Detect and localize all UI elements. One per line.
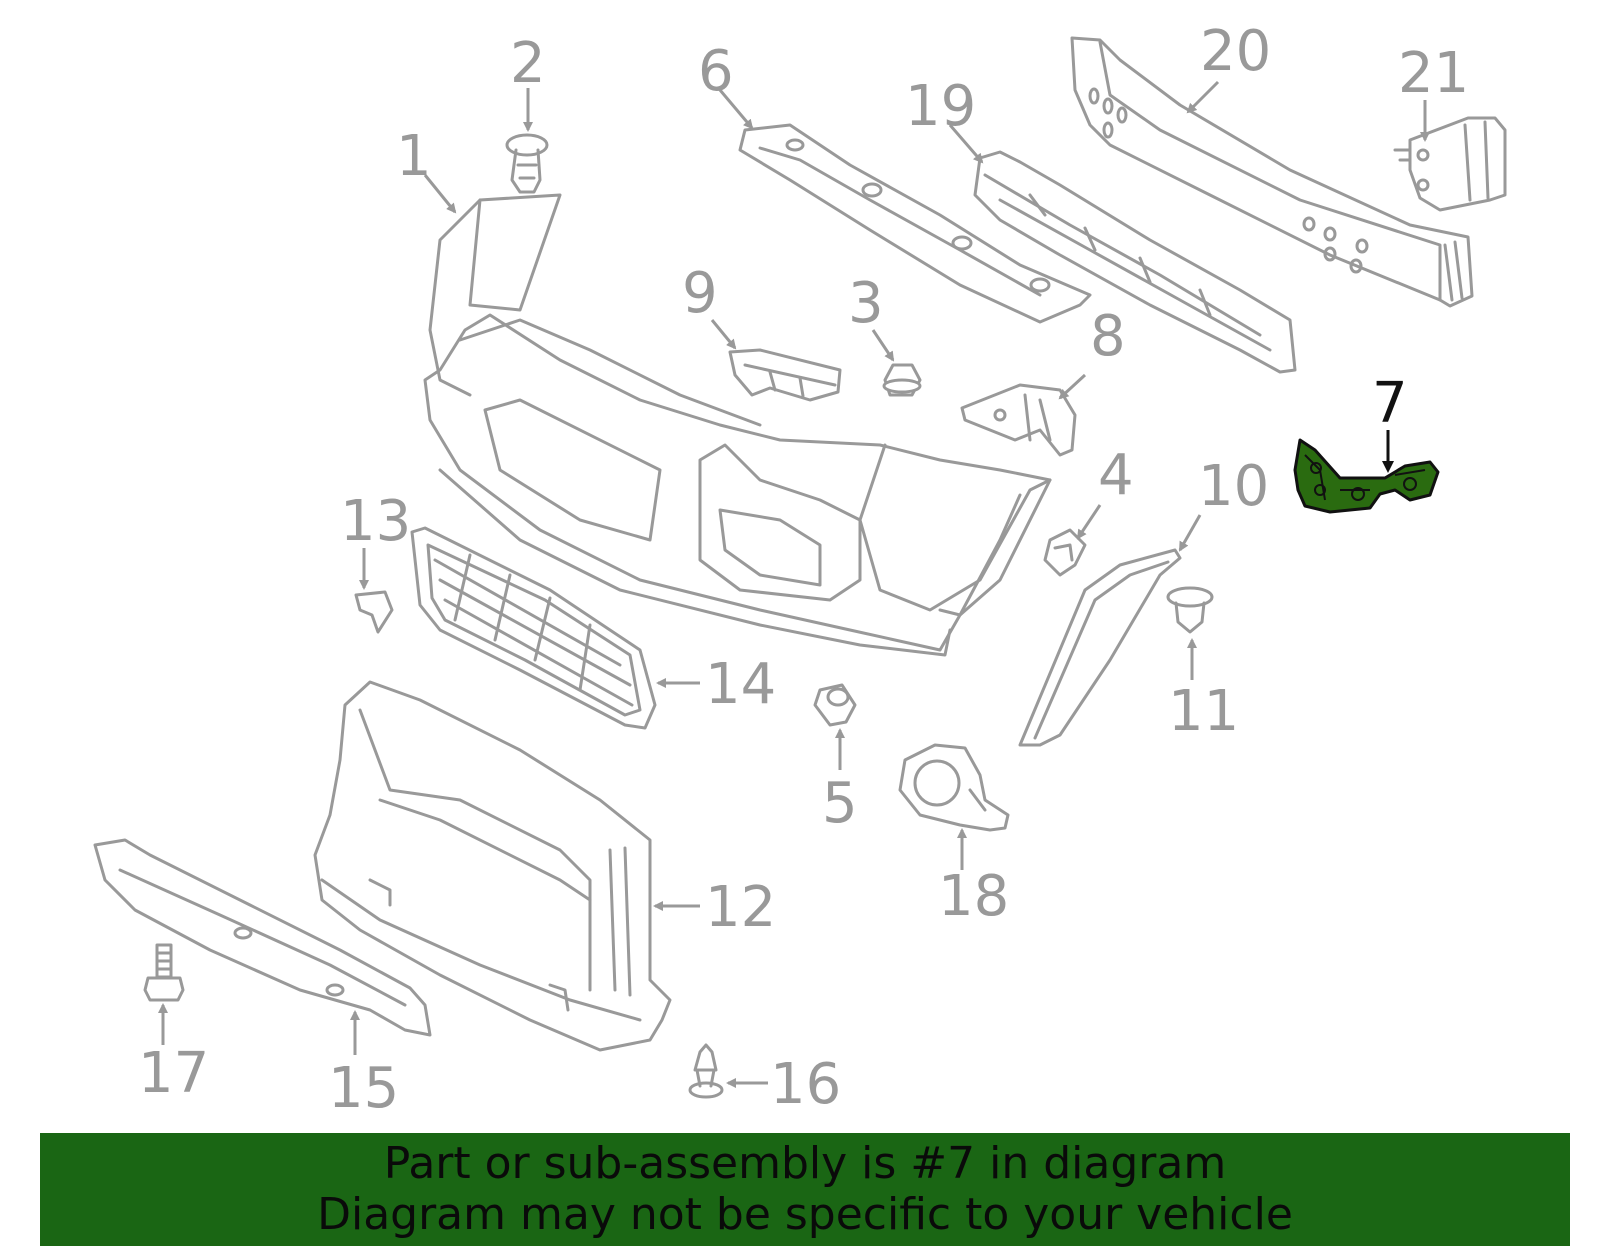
reinforcement-bar-part-20 — [1070, 36, 1474, 308]
leader-20 — [1186, 80, 1220, 114]
callout-10: 10 — [1198, 454, 1269, 519]
bolt-part-17 — [143, 943, 185, 1002]
bracket-part-9 — [728, 348, 842, 402]
callout-20: 20 — [1200, 19, 1271, 84]
callout-3: 3 — [848, 271, 884, 336]
callout-6: 6 — [698, 39, 734, 104]
callout-1: 1 — [396, 124, 432, 189]
stay-part-21 — [1393, 116, 1507, 212]
fog-bezel-part-18 — [898, 743, 1010, 832]
callout-9: 9 — [682, 261, 718, 326]
leader-6 — [718, 89, 754, 130]
callout-19: 19 — [905, 74, 976, 139]
callout-12: 12 — [705, 875, 776, 940]
leader-10 — [1178, 514, 1202, 552]
bumper-cover-part-1 — [423, 193, 1052, 657]
bracket-part-8 — [960, 383, 1077, 457]
callout-7: 7 — [1372, 371, 1408, 436]
callout-21: 21 — [1398, 41, 1469, 106]
grille-part-14 — [410, 526, 657, 730]
leader-1 — [423, 174, 457, 214]
callout-15: 15 — [328, 1056, 399, 1121]
clip-part-13 — [354, 590, 394, 634]
callout-14: 14 — [705, 652, 776, 717]
callout-16: 16 — [770, 1052, 841, 1117]
leader-9 — [710, 319, 737, 350]
callout-5: 5 — [822, 771, 858, 836]
lower-cover-part-12 — [313, 680, 672, 1052]
callout-8: 8 — [1090, 304, 1126, 369]
upper-retainer-part-6 — [738, 123, 1092, 324]
clip-part-11 — [1166, 586, 1214, 634]
leader-19 — [948, 124, 984, 164]
push-clip-part-16 — [688, 1043, 724, 1099]
leader-4 — [1076, 504, 1102, 540]
side-molding-part-10 — [1018, 548, 1182, 747]
push-clip-part-2 — [505, 133, 549, 194]
bracket-part-7 — [1293, 438, 1440, 514]
retainer-part-4 — [1043, 528, 1087, 577]
callout-18: 18 — [938, 864, 1009, 929]
banner-line-1: Part or sub-assembly is #7 in diagram — [383, 1138, 1227, 1189]
callout-2: 2 — [510, 31, 546, 96]
callout-4: 4 — [1098, 443, 1134, 508]
clip-part-5 — [813, 683, 857, 727]
callout-11: 11 — [1168, 679, 1239, 744]
clip-part-3 — [882, 363, 922, 397]
callout-17: 17 — [138, 1041, 209, 1106]
notice-banner: Part or sub-assembly is #7 in diagram Di… — [40, 1133, 1570, 1246]
lower-reinforcement-part-15 — [93, 838, 432, 1037]
banner-line-2: Diagram may not be specific to your vehi… — [317, 1189, 1293, 1240]
leader-3 — [871, 329, 895, 362]
leader-8 — [1058, 373, 1087, 400]
callout-13: 13 — [340, 489, 411, 554]
energy-absorber-part-19 — [973, 150, 1297, 374]
